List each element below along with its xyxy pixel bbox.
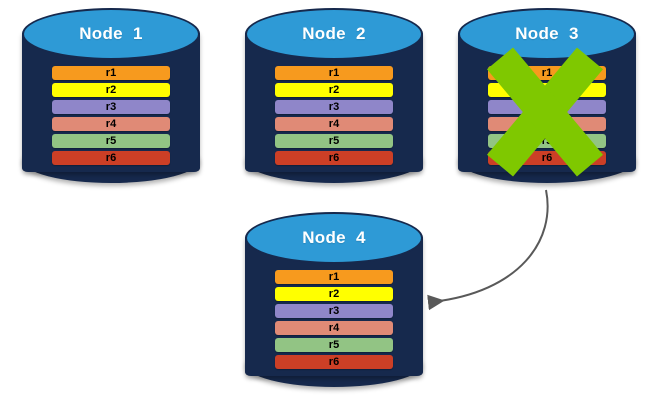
replica-row[interactable]: r6 [488,151,606,165]
replica-row[interactable]: r6 [275,151,393,165]
replica-row-list: r1 r2 r3 r4 r5 r6 [275,66,393,165]
replica-row[interactable]: r1 [275,66,393,80]
replica-row[interactable]: r2 [275,83,393,97]
replica-row-list: r1 r2 r3 r4 r5 r6 [52,66,170,165]
replica-row[interactable]: r5 [488,134,606,148]
replica-row[interactable]: r5 [52,134,170,148]
replica-row-list: r1 r2 r3 r4 r5 r6 [275,270,393,369]
replica-row[interactable]: r2 [275,287,393,301]
replica-row[interactable]: r5 [275,134,393,148]
cylinder-top [22,8,200,60]
replica-row[interactable]: r6 [52,151,170,165]
node-4[interactable]: r1 r2 r3 r4 r5 r6 Node 4 [245,212,423,387]
node-1[interactable]: r1 r2 r3 r4 r5 r6 Node 1 [22,8,200,183]
replica-row[interactable]: r5 [275,338,393,352]
node-label: Node 2 [302,24,366,43]
replica-row[interactable]: r4 [52,117,170,131]
replica-row[interactable]: r3 [488,100,606,114]
replica-row[interactable]: r3 [275,100,393,114]
replica-row[interactable]: r3 [52,100,170,114]
replica-row[interactable]: r1 [488,66,606,80]
replica-row[interactable]: r1 [275,270,393,284]
replica-row[interactable]: r2 [488,83,606,97]
node-label: Node 3 [515,24,579,43]
replica-row[interactable]: r1 [52,66,170,80]
node-2[interactable]: r1 r2 r3 r4 r5 r6 Node 2 [245,8,423,183]
node-label: Node 1 [79,24,143,43]
node-label: Node 4 [302,228,366,247]
replica-row[interactable]: r6 [275,355,393,369]
cylinder-top [245,8,423,60]
cylinder-top [245,212,423,264]
replica-row-list: r1 r2 r3 r4 r5 r6 [488,66,606,165]
replica-row[interactable]: r4 [275,117,393,131]
replica-row[interactable]: r4 [488,117,606,131]
replica-row[interactable]: r3 [275,304,393,318]
replica-row[interactable]: r2 [52,83,170,97]
replica-row[interactable]: r4 [275,321,393,335]
node-3[interactable]: r1 r2 r3 r4 r5 r6 Node 3 [458,8,636,183]
